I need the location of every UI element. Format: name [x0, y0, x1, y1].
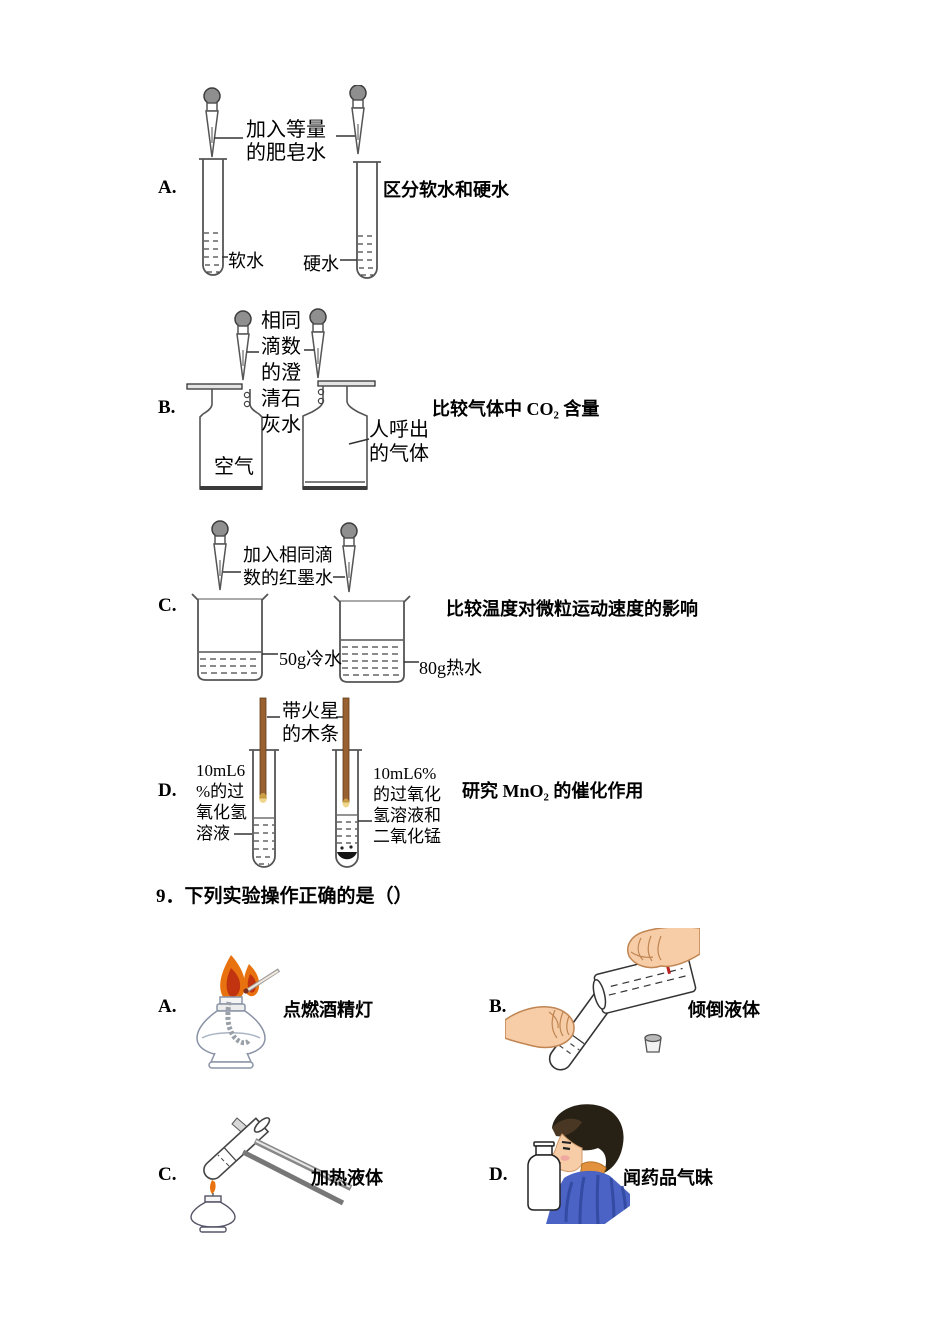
q9-d-label: 闻药品气昧: [623, 1168, 713, 1188]
dropper-icon: [203, 87, 221, 158]
option-b-description: 比较气体中 CO₂ 含量: [432, 399, 600, 419]
glass-stopper-icon: [644, 1033, 662, 1053]
smelling-boy-icon: [527, 1104, 638, 1226]
wood-splint-icon: [342, 697, 350, 803]
wick-icon: [225, 1001, 252, 1046]
q9-c-letter: C.: [158, 1164, 177, 1185]
peroxide-label: 10mL6 %的过 氧化氢 溶液: [196, 761, 247, 843]
option-a-annotation: 加入等量 的肥皂水: [246, 119, 326, 164]
option-a-description: 区分软水和硬水: [383, 180, 509, 200]
option-b-letter: B.: [158, 397, 176, 418]
dropper-icon: [309, 308, 327, 379]
dropper-icon: [234, 310, 252, 381]
dropper-icon: [340, 522, 358, 593]
option-c-description: 比较温度对微粒运动速度的影响: [446, 599, 698, 619]
tube-holder-icon: [241, 1138, 353, 1206]
q9-c-label: 加热液体: [311, 1168, 383, 1188]
option-b-annotation: 相同 滴数 的澄 清石 灰水: [261, 310, 301, 436]
smelling-bottle-icon: [527, 1141, 561, 1211]
flame-icon: [210, 1180, 216, 1194]
option-a-letter: A.: [158, 177, 177, 198]
test-tube-hard-water: [353, 161, 381, 279]
splint-glow: [259, 793, 267, 803]
mno2-powder: [337, 852, 357, 860]
gas-bottle-exhaled: [302, 380, 376, 490]
soap-water-diagram: [199, 85, 381, 279]
option-c-letter: C.: [158, 595, 177, 616]
question-9-title: 9．下列实验操作正确的是（）: [156, 886, 413, 907]
image-edge-cut: [602, 1200, 638, 1226]
alcohol-lamp-body: [196, 996, 266, 1069]
hand-icon: [627, 928, 700, 969]
dropper-icon: [349, 85, 367, 155]
air-label: 空气: [214, 456, 254, 478]
eye-icon: [562, 1146, 571, 1151]
gas-bottle-air: [186, 383, 263, 490]
alcohol-lamp-lighting-icon: [196, 955, 281, 1069]
exhaled-gas-label: 人呼出 的气体: [369, 419, 429, 465]
q9-b-letter: B.: [489, 996, 507, 1017]
q9-a-letter: A.: [158, 996, 177, 1017]
option-d-annotation: 带火星 的木条: [282, 701, 340, 745]
beakers-diagram: [191, 520, 419, 683]
alcohol-lamp-icon: [190, 1180, 236, 1233]
hair-fringe: [552, 1118, 582, 1137]
beaker-cold-water: [191, 593, 269, 681]
test-tube-soft-water: [199, 158, 227, 276]
pouring-liquid-icon: [505, 928, 700, 1071]
match-icon: [243, 968, 281, 994]
pointer-line: [348, 438, 370, 445]
q9-b-label: 倾倒液体: [688, 1000, 760, 1020]
option-d-letter: D.: [158, 780, 177, 801]
test-tube-peroxide-mno2: [332, 749, 362, 868]
gas-bottles-diagram: [186, 308, 376, 490]
hot-water-label: 80g热水: [419, 658, 482, 678]
flame-inner: [226, 968, 241, 997]
beaker-hot-water: [333, 595, 411, 683]
glass-plate: [317, 380, 376, 387]
hand-icon: [505, 1006, 575, 1049]
eyebrow: [561, 1141, 572, 1144]
splint-glow: [342, 798, 350, 808]
test-tube-icon: [203, 1117, 271, 1180]
peroxide-tubes-diagram: [234, 697, 372, 868]
option-c-annotation: 加入相同滴 数的红墨水: [243, 545, 333, 588]
heating-tube-icon: [190, 1117, 353, 1233]
wood-splint-icon: [259, 697, 267, 799]
glass-plate: [186, 383, 243, 390]
option-d-description: 研究 MnO₂ 的催化作用: [462, 781, 644, 801]
q9-d-letter: D.: [489, 1164, 508, 1185]
hard-water-label: 硬水: [303, 254, 339, 274]
blush: [560, 1155, 570, 1161]
q9-a-label: 点燃酒精灯: [283, 1000, 373, 1020]
peroxide-mno2-label: 10mL6% 的过氧化 氢溶液和 二氧化锰: [373, 764, 441, 846]
soft-water-label: 软水: [228, 251, 264, 271]
dropper-icon: [211, 520, 229, 591]
cold-water-label: 50g冷水: [279, 649, 342, 669]
